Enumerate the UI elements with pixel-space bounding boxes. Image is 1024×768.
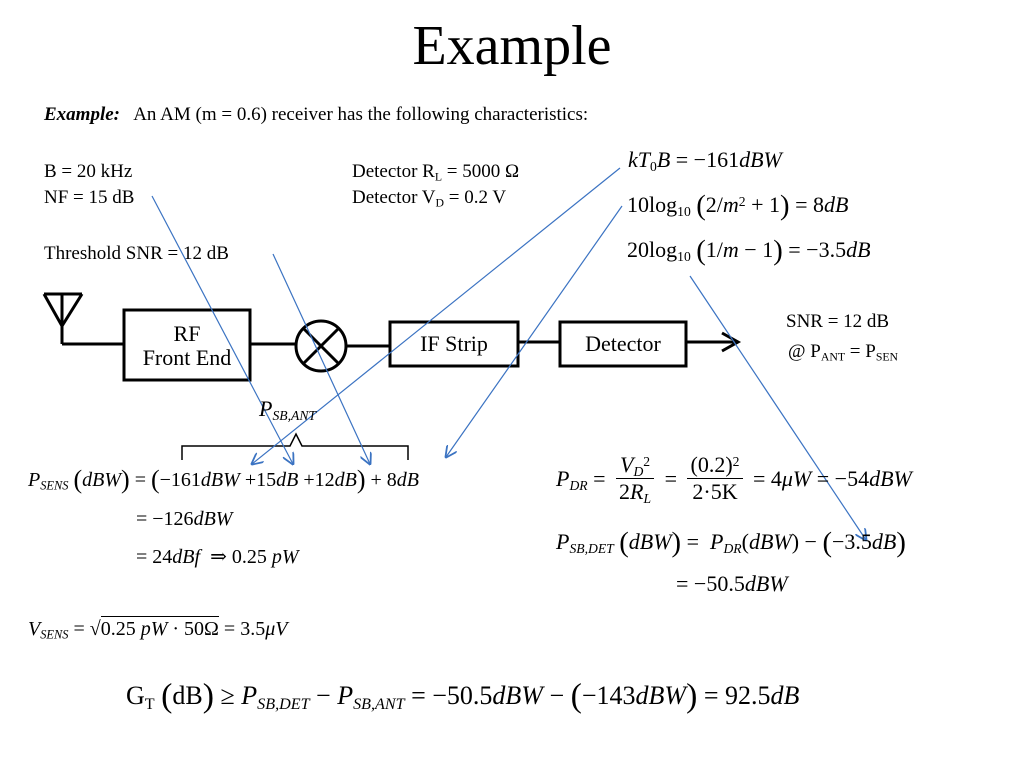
- page-title: Example: [412, 15, 612, 77]
- equation-psbdet-result: = −50.5dBW: [676, 571, 788, 596]
- spec-detector-rl: Detector RL = 5000 Ω: [352, 161, 520, 184]
- intro-text: An AM (m = 0.6) receiver has the followi…: [133, 104, 589, 125]
- equation-pdr: PDR = VD2 2RL = (0.2)2 2·5K = 4μW = −54d…: [556, 452, 912, 507]
- output-snr: SNR = 12 dB: [786, 311, 890, 332]
- if-strip-block: [388, 320, 520, 368]
- arrow-log1: [446, 205, 623, 457]
- spec-detector-vd: Detector VD = 0.2 V: [352, 187, 507, 210]
- equation-psens-result2: = 24dBf ⇒ 0.25 pW: [136, 546, 299, 568]
- equation-psens-result1: = −126dBW: [136, 508, 233, 530]
- arrow-snr: [272, 253, 370, 464]
- equation-gain: GT (dB) ≥ PSB,DET − PSB,ANT = −50.5dBW −…: [126, 677, 800, 715]
- intro-line: Example: An AM (m = 0.6) receiver has th…: [44, 104, 588, 126]
- intro-label: Example:: [44, 104, 120, 125]
- spec-threshold-snr: Threshold SNR = 12 dB: [44, 243, 229, 264]
- equation-ktb: kT0B = −161dBW: [628, 147, 782, 175]
- spec-noise-figure: NF = 15 dB: [44, 187, 135, 208]
- brace-icon: [181, 432, 409, 460]
- equation-vsens: VSENS = √0.25 pW · 50Ω = 3.5μV: [28, 616, 288, 642]
- detector-label: Detector: [585, 331, 661, 356]
- spec-bandwidth: B = 20 kHz: [44, 161, 133, 182]
- arrow-ktb: [252, 167, 621, 464]
- equation-psbdet: PSB,DET (dBW) = PDR(dBW) − (−3.5dB): [556, 527, 906, 559]
- arrow-log2: [689, 275, 866, 540]
- equation-log2: 20log10 (1/m − 1) = −3.5dB: [627, 235, 871, 267]
- if-strip-label: IF Strip: [420, 331, 488, 356]
- pointer-arrows: [151, 167, 866, 540]
- psb-ant-label: PSB,ANT: [259, 396, 316, 424]
- arrow-nf: [151, 195, 293, 464]
- output-condition: @ PANT = PSEN: [788, 341, 899, 364]
- equation-log1: 10log10 (2/m2 + 1) = 8dB: [627, 190, 849, 222]
- equation-psens: PSENS (dBW) = (−161dBW +15dB +12dB) + 8d…: [28, 465, 419, 495]
- detector-block: [558, 320, 688, 368]
- output-arrow-icon: [721, 331, 742, 353]
- antenna-icon: [42, 292, 124, 346]
- mixer-icon: [294, 319, 348, 373]
